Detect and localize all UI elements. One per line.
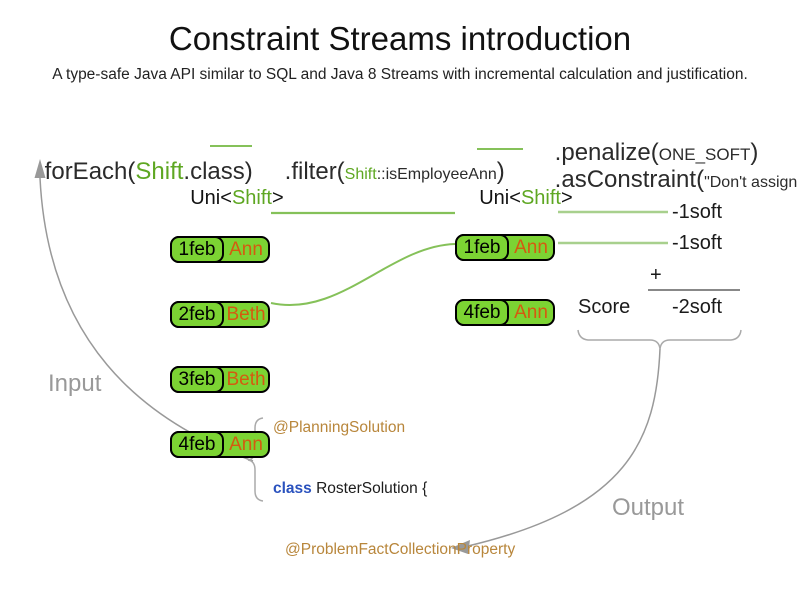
class-declaration: RosterSolution { [311,480,428,498]
left-label-type: Shift [231,187,272,209]
score-total: -2soft [672,296,723,318]
output-label: Output [612,494,685,521]
penalty-value-1: -1soft [672,201,723,223]
shift-employee: Ann [229,239,263,260]
filter-post: ) [496,158,505,185]
code-block: @PlanningSolution class RosterSolution {… [273,377,526,600]
score-label: Score [578,296,631,318]
filter-method: ::isEmployeeAnn [376,166,497,183]
score-brace [577,329,742,350]
asconstraint-expression: .asConstraint("Don't assign Ann") [528,138,800,222]
table-row: 4feb Ann [170,431,270,458]
shift-date: 2feb [170,301,224,328]
page-title: Constraint Streams introduction [168,20,632,57]
left-label-pre: Uni< [190,187,232,209]
penalize-expression: .penalize(ONE_SOFT) [528,111,759,195]
shift-date: 1feb [170,236,224,263]
right-label-pre: Uni< [479,187,521,209]
foreach-post: .class) [183,158,253,185]
input-label: Input [48,370,102,397]
penalize-arg: ONE_SOFT [658,145,751,164]
shift-employee: Ann [514,237,548,258]
filter-expression: .filter(Shift::isEmployeeAnn) [258,130,505,214]
filtered-stream-table: 1feb Ann 4feb Ann [455,198,557,364]
penalty-value-2: -1soft [672,232,723,254]
filter-type: Shift [344,166,377,183]
shift-date: 3feb [170,366,224,393]
shift-date: 4feb [170,431,224,458]
keyword-class: class [273,480,312,498]
asconstraint-arg: "Don't assign Ann" [704,174,798,191]
shift-employee: Beth [226,369,266,390]
filter-pre: .filter( [284,158,345,185]
input-stream-table: 1feb Ann 2feb Beth 3feb Beth 4feb Ann [170,200,272,496]
foreach-type: Shift [135,158,184,185]
foreach-expression: forEach(Shift.class) [18,130,253,214]
penalize-post: ) [750,139,759,166]
shift-employee: Ann [514,302,548,323]
plus-sign: + [650,264,662,286]
row-connector-4feb [270,243,456,306]
shift-employee: Beth [226,304,266,325]
annotation: @ProblemFactCollectionProperty [285,541,516,559]
table-row: 1feb Ann [170,236,270,263]
penalize-pre: .penalize( [554,139,659,166]
shift-employee: Ann [229,434,263,455]
code-line: @PlanningSolution [273,418,526,438]
code-line: @ProblemFactCollectionProperty [273,540,526,560]
left-stream-label: Uni<Shift> [168,164,284,233]
annotation: @PlanningSolution [273,418,406,436]
table-row: 2feb Beth [170,301,270,328]
left-label-post: > [271,187,284,209]
asconstraint-pre: .asConstraint( [554,166,705,193]
table-row: 3feb Beth [170,366,270,393]
code-line: class RosterSolution { [273,479,526,499]
shift-date: 4feb [455,299,509,326]
table-row: 4feb Ann [455,299,555,326]
shift-date: 1feb [455,234,509,261]
page-subtitle: A type-safe Java API similar to SQL and … [52,66,748,83]
right-label-type: Shift [520,187,561,209]
right-label-post: > [560,187,573,209]
foreach-pre: forEach( [44,158,136,185]
table-row: 1feb Ann [455,234,555,261]
right-stream-label: Uni<Shift> [457,164,573,233]
